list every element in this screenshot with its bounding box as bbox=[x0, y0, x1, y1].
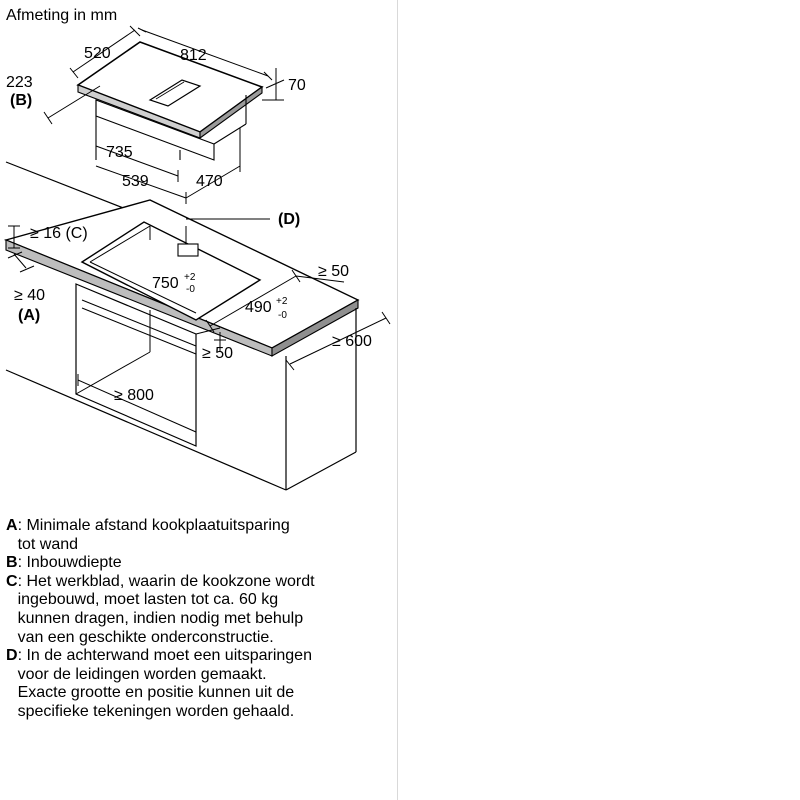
dim-cutout-490-tol-minus: -0 bbox=[278, 310, 287, 321]
dim-min-40-key: (A) bbox=[18, 307, 40, 324]
legend-key: A bbox=[6, 517, 18, 534]
legend-key: C bbox=[6, 572, 18, 590]
legend-text: : Minimale afstand kookplaatuitsparing t… bbox=[17, 517, 290, 553]
legend-key: D bbox=[6, 647, 18, 665]
wall-cutout-key: (D) bbox=[278, 211, 300, 228]
dim-735: 735 bbox=[106, 144, 133, 161]
worktop-dimension-labels: ≥ 16 (C) ≥ 40 (A) (D) 750 +2 -0 490 +2 -… bbox=[14, 211, 372, 404]
dim-520: 520 bbox=[84, 45, 111, 62]
dim-min-800: ≥ 800 bbox=[114, 387, 154, 404]
dim-539: 539 bbox=[122, 173, 149, 190]
hob-drawing bbox=[76, 41, 264, 161]
dim-cutout-490-tol-plus: +2 bbox=[276, 296, 288, 307]
legend-item-b: B: Inbouwdiepte bbox=[6, 554, 386, 573]
dim-cutout-750-tol-minus: -0 bbox=[186, 284, 195, 295]
dim-70: 70 bbox=[288, 77, 306, 94]
dim-223: 223 bbox=[6, 74, 33, 91]
dim-min-50-right: ≥ 50 bbox=[318, 263, 349, 280]
dim-cutout-490: 490 bbox=[245, 299, 272, 316]
legend-item-c: C: Het werkblad, waarin de kookzone word… bbox=[6, 573, 386, 647]
dim-min-16: ≥ 16 (C) bbox=[30, 225, 88, 242]
legend-text: : Inbouwdiepte bbox=[17, 554, 122, 572]
hob-dimension-labels: 520 812 70 223 (B) 735 539 470 bbox=[6, 45, 306, 190]
dim-223-key: (B) bbox=[10, 92, 32, 109]
vertical-divider bbox=[397, 0, 398, 800]
dim-min-40: ≥ 40 bbox=[14, 287, 45, 304]
installation-diagram: Afmeting in mm bbox=[3, 7, 391, 491]
hob-dimensions bbox=[43, 25, 285, 204]
legend-item-d: D: In de achterwand moet een uitsparinge… bbox=[6, 647, 386, 721]
legend-item-a: A: Minimale afstand kookplaatuitsparing … bbox=[6, 517, 386, 554]
dim-min-600: ≥ 600 bbox=[332, 333, 372, 350]
legend-text: : In de achterwand moet een uitsparingen… bbox=[17, 647, 312, 720]
worktop-drawing bbox=[3, 161, 360, 491]
worktop-dimensions bbox=[7, 218, 391, 438]
dim-cutout-750-tol-plus: +2 bbox=[184, 272, 196, 283]
caption: Afmeting in mm bbox=[6, 7, 117, 24]
legend-text: : Het werkblad, waarin de kookzone wordt… bbox=[17, 572, 315, 646]
legend: A: Minimale afstand kookplaatuitsparing … bbox=[6, 517, 386, 722]
dim-min-50-front: ≥ 50 bbox=[202, 345, 233, 362]
dim-812: 812 bbox=[180, 47, 207, 64]
dim-470: 470 bbox=[196, 173, 223, 190]
dim-cutout-750: 750 bbox=[152, 275, 179, 292]
legend-key: B bbox=[6, 554, 18, 572]
